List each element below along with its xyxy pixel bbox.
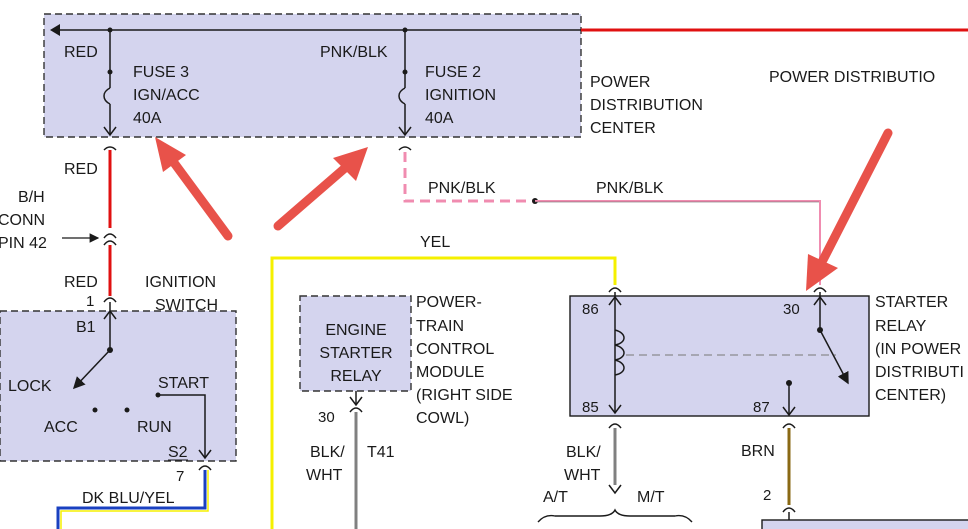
pcm-label-3: CONTROL — [416, 341, 494, 358]
red-wire-upper-label: RED — [64, 161, 98, 178]
fuse-3-name: FUSE 3 — [133, 64, 189, 81]
blk-wht-left-2: WHT — [306, 467, 343, 484]
annotation-arrow-fuse3 — [155, 137, 233, 241]
pnk-blk-wire-dashed — [403, 152, 535, 203]
fuse-2-wire-label: PNK/BLK — [320, 44, 388, 61]
starter-relay-label-2: RELAY — [875, 318, 927, 335]
ignition-pin-1: 1 — [86, 293, 94, 310]
relay-pin-87: 87 — [753, 399, 770, 416]
starter-relay-label-5: CENTER) — [875, 387, 946, 404]
pcm-label-1: POWER- — [416, 294, 482, 311]
pdc-label-line1: POWER — [590, 74, 650, 91]
pnk-blk-left-label: PNK/BLK — [428, 180, 496, 197]
yel-wire-label: YEL — [420, 234, 450, 251]
pcm-label-2: TRAIN — [416, 318, 464, 335]
dk-blu-yel-wire — [56, 470, 207, 529]
pnk-blk-wire — [535, 200, 821, 285]
fuse-2-rating: 40A — [425, 110, 454, 127]
yel-wire — [270, 256, 617, 529]
fuse-3-wire-label: RED — [64, 44, 98, 61]
starter-motor-box — [761, 519, 968, 529]
ignition-switch-arm — [72, 349, 111, 390]
brn-wire-label: BRN — [741, 443, 775, 460]
connector-icon — [103, 146, 117, 151]
pnk-blk-right-label: PNK/BLK — [596, 180, 664, 197]
annotation-arrow-starter-relay — [806, 128, 893, 291]
ignition-switch-title-1: IGNITION — [145, 274, 216, 291]
fuse-3-circuit: IGN/ACC — [133, 87, 200, 104]
ignition-switch-title-2: SWITCH — [155, 297, 218, 314]
conn-label-line3: PIN 42 — [0, 235, 47, 252]
at-label: A/T — [543, 489, 568, 506]
esr-label-1: ENGINE — [325, 322, 386, 339]
relay-pin-85: 85 — [582, 399, 599, 416]
starter-relay-box — [569, 295, 870, 417]
starter-pin-2: 2 — [763, 487, 771, 504]
esr-label-2: STARTER — [319, 345, 392, 362]
blk-wht-right-1: BLK/ — [566, 444, 601, 461]
red-wire-lower-label: RED — [64, 274, 98, 291]
ignition-b1-label: B1 — [76, 319, 96, 336]
fuse-3-icon — [103, 87, 111, 105]
bus-arrow-icon — [50, 24, 60, 36]
relay-pin-86: 86 — [582, 301, 599, 318]
dk-blu-yel-label: DK BLU/YEL — [82, 490, 175, 507]
relay-coil-icon — [614, 329, 625, 376]
ignition-start-label: START — [158, 375, 209, 392]
conn-pin-icon — [103, 233, 117, 239]
ignition-s2-label: S2 — [168, 444, 188, 461]
fuse-2-circuit: IGNITION — [425, 87, 496, 104]
ignition-run-label: RUN — [137, 419, 172, 436]
ignition-switch-box — [0, 310, 237, 462]
pcm-label-5: (RIGHT SIDE — [416, 387, 513, 404]
ignition-pin-7: 7 — [176, 468, 184, 485]
power-distribution-center-box — [43, 13, 582, 138]
mt-label: M/T — [637, 489, 665, 506]
ignition-lock-label: LOCK — [8, 378, 52, 395]
starter-relay-label-4: DISTRIBUTI — [875, 364, 964, 381]
pdc-label-line3: CENTER — [590, 120, 656, 137]
ignition-acc-label: ACC — [44, 419, 78, 436]
pcm-label-4: MODULE — [416, 364, 484, 381]
blk-wht-left-1: BLK/ — [310, 444, 345, 461]
blk-wht-right-2: WHT — [564, 467, 601, 484]
pdc-right-label: POWER DISTRIBUTIO — [769, 69, 935, 86]
fuse-2-icon — [398, 87, 406, 105]
esr-pin-30: 30 — [318, 409, 335, 426]
t41-label: T41 — [367, 444, 395, 461]
esr-label-3: RELAY — [330, 368, 382, 385]
fuse-2-name: FUSE 2 — [425, 64, 481, 81]
relay-pin-30: 30 — [783, 301, 800, 318]
conn-label-line1: B/H — [18, 189, 45, 206]
relay-contact-arm — [819, 329, 849, 385]
engine-starter-relay-box — [299, 295, 412, 392]
fuse-3-rating: 40A — [133, 110, 162, 127]
pdc-label-line2: DISTRIBUTION — [590, 97, 703, 114]
starter-relay-label-3: (IN POWER — [875, 341, 961, 358]
annotation-arrow-fuse2 — [273, 147, 368, 231]
conn-label-line2: CONN — [0, 212, 45, 229]
starter-relay-label-1: STARTER — [875, 294, 948, 311]
pcm-label-6: COWL) — [416, 410, 469, 427]
